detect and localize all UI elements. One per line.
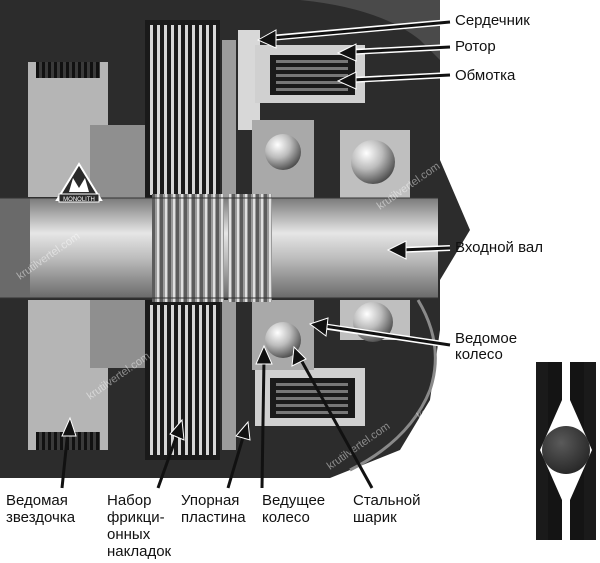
label-driven-wheel: Ведомое колесо [455, 330, 518, 363]
leader-drive-wheel [260, 357, 266, 489]
friction-plate [157, 305, 160, 455]
monolith-logo: MONOLITH [55, 162, 103, 203]
inset-ball [542, 426, 590, 474]
label-driven-sprocket: Ведомая звездочка [6, 492, 76, 526]
casing-edge [349, 299, 437, 472]
spline-gear-2 [228, 194, 272, 302]
label-drive-wheel: Ведущее колесо [262, 492, 326, 526]
winding-turn [276, 60, 348, 63]
leader-thrust-plate [226, 433, 246, 489]
friction-plate [171, 305, 174, 455]
friction-plate [178, 25, 181, 195]
thrust-plate [222, 40, 236, 200]
friction-plate [199, 25, 202, 195]
winding-turn [276, 397, 348, 400]
friction-plate [150, 305, 153, 455]
friction-plate [206, 305, 209, 455]
leader-steel-ball [298, 357, 374, 489]
label-steel-ball: Стальной шарик [353, 492, 421, 526]
friction-plate [150, 25, 153, 195]
winding-turn [276, 88, 348, 91]
label-winding: Обмотка [455, 67, 516, 84]
winding-turn [276, 411, 348, 414]
friction-plate [213, 305, 216, 455]
friction-plate [164, 305, 167, 455]
spline-gear-1 [152, 194, 224, 302]
bearing-ball-upper [351, 140, 395, 184]
label-rotor: Ротор [455, 38, 496, 55]
arrowheads [61, 29, 407, 441]
friction-plate [157, 25, 160, 195]
winding-turn [276, 383, 348, 386]
winding-turn [276, 404, 348, 407]
logo-text: MONOLITH [63, 197, 95, 203]
winding-turn [276, 81, 348, 84]
steel-ball-lower [265, 322, 301, 358]
friction-plate [178, 305, 181, 455]
friction-plate [185, 305, 188, 455]
friction-plate [164, 25, 167, 195]
winding-turn [276, 74, 348, 77]
friction-plate [185, 25, 188, 195]
steel-ball-upper [265, 134, 301, 170]
leader-lines [60, 19, 451, 489]
watermark-text: krutilvertel.com [495, 280, 562, 332]
watermark-text: krutilvertel.com [495, 120, 562, 172]
clutch-assembly [0, 0, 470, 478]
friction-plate [192, 305, 195, 455]
winding-turn [276, 67, 348, 70]
leader-driven-sprocket [60, 429, 70, 489]
ball-detail-inset [536, 362, 596, 540]
friction-plate [213, 25, 216, 195]
driven-sprocket [28, 62, 145, 450]
label-core: Сердечник [455, 12, 530, 29]
label-friction-set: Набор фрикци- онных накладок [107, 492, 172, 560]
winding-turn [276, 390, 348, 393]
friction-plate [192, 25, 195, 195]
label-thrust-plate: Упорная пластина [181, 492, 246, 526]
outer-casing [300, 0, 440, 60]
leader-friction-set [156, 431, 180, 489]
friction-plate [206, 25, 209, 195]
friction-plate [199, 305, 202, 455]
label-input-shaft: Входной вал [455, 239, 544, 256]
friction-plate [171, 25, 174, 195]
